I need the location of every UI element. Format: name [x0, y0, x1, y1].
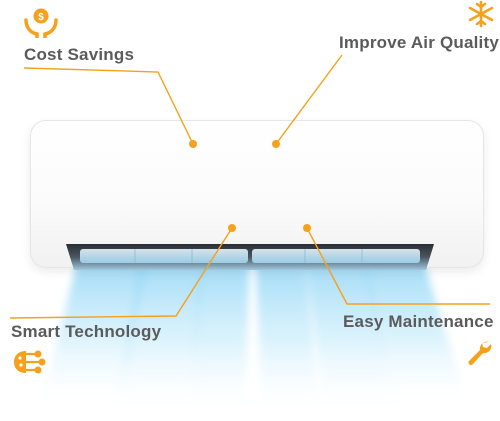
cost-savings-dot — [189, 140, 197, 148]
svg-text:$: $ — [38, 12, 44, 23]
circuit-chip-icon — [12, 348, 46, 381]
easy-maintenance-leader-line — [306, 227, 490, 305]
air-quality-leader-line — [275, 54, 343, 145]
smart-technology-label: Smart Technology — [11, 322, 162, 341]
easy-maintenance-label: Easy Maintenance — [343, 312, 494, 331]
smart-technology-dot — [228, 224, 236, 232]
smart-technology-leader-line — [9, 227, 233, 319]
hand-dollar-icon: $ — [23, 6, 59, 43]
easy-maintenance-dot — [303, 224, 311, 232]
snowflake-icon — [466, 0, 496, 33]
air-quality-dot — [272, 140, 280, 148]
cost-savings-leader-line — [23, 67, 194, 145]
air-quality-label: Improve Air Quality — [339, 33, 499, 52]
wrench-icon — [465, 338, 493, 371]
air-conditioner-unit — [30, 120, 484, 268]
cost-savings-label: Cost Savings — [24, 45, 135, 64]
